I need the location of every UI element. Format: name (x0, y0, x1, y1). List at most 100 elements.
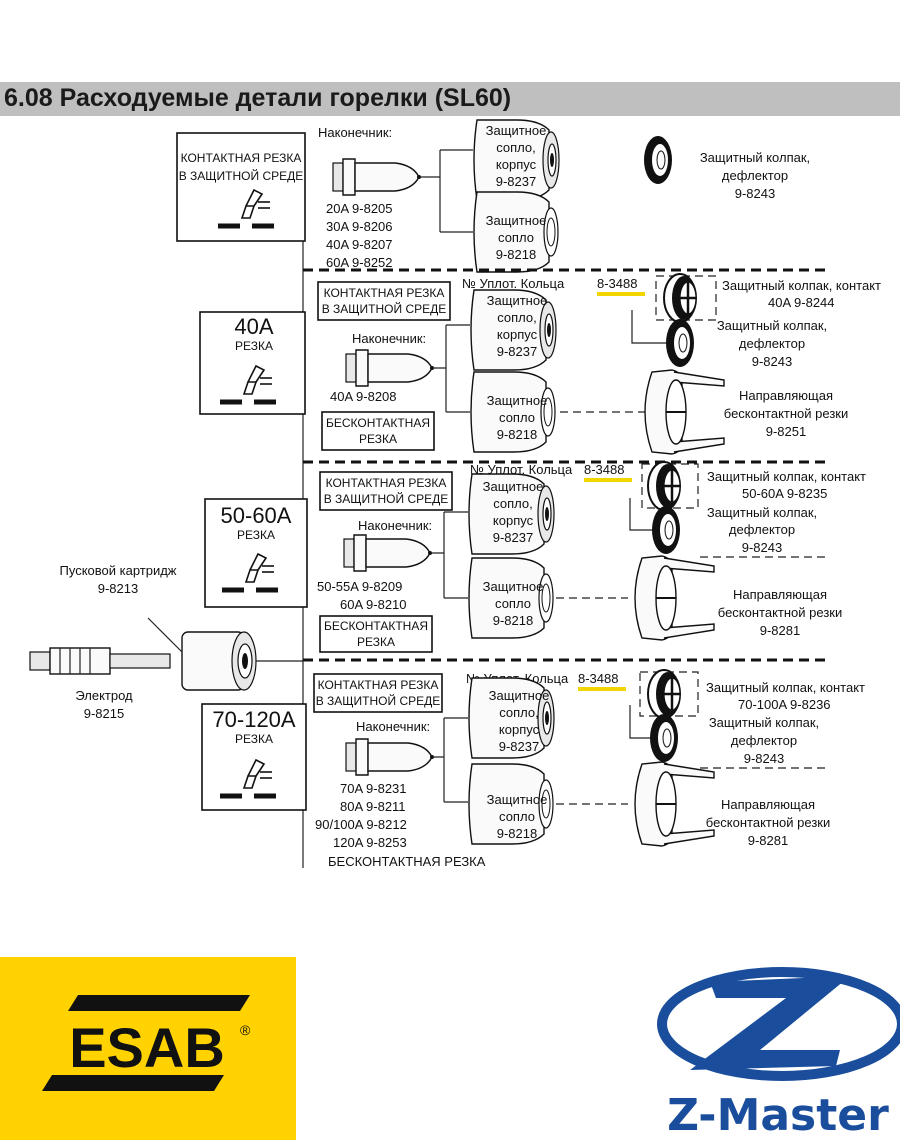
svg-text:Защитный колпак,: Защитный колпак, (700, 150, 810, 165)
svg-text:9-8243: 9-8243 (744, 751, 784, 766)
svg-text:80A 9-8211: 80A 9-8211 (340, 799, 406, 814)
svg-text:90/100A 9-8212: 90/100A 9-8212 (315, 817, 407, 832)
svg-text:дефлектор: дефлектор (739, 336, 805, 351)
svg-text:8-3488: 8-3488 (578, 671, 618, 686)
svg-text:Защитное: Защитное (483, 579, 544, 594)
svg-text:9-8218: 9-8218 (497, 826, 537, 841)
consumables-diagram: Пусковой картридж 9-8213 Электрод 9-8215… (29, 119, 881, 869)
svg-text:РЕЗКА: РЕЗКА (237, 528, 275, 542)
svg-text:дефлектор: дефлектор (722, 168, 788, 183)
svg-text:корпус: корпус (497, 327, 538, 342)
svg-text:№ Уплот. Кольца: № Уплот. Кольца (470, 462, 573, 477)
svg-text:дефлектор: дефлектор (731, 733, 797, 748)
svg-text:В ЗАЩИТНОЙ СРЕДЕ: В ЗАЩИТНОЙ СРЕДЕ (316, 693, 441, 708)
svg-text:9-8251: 9-8251 (766, 424, 806, 439)
svg-text:40A 9-8208: 40A 9-8208 (330, 389, 397, 404)
svg-text:корпус: корпус (499, 722, 540, 737)
svg-text:РЕЗКА: РЕЗКА (359, 432, 397, 446)
section-40a: 40A РЕЗКА КОНТАКТНАЯ РЕЗКА В ЗАЩИТНОЙ СР… (199, 272, 881, 455)
svg-text:Защитный колпак, контакт: Защитный колпак, контакт (706, 680, 865, 695)
section-50-60a: 50-60A РЕЗКА КОНТАКТНАЯ РЕЗКА В ЗАЩИТНОЙ… (204, 460, 866, 653)
svg-text:Защитное: Защитное (486, 213, 547, 228)
electrode-code: 9-8215 (84, 706, 124, 721)
svg-text:В ЗАЩИТНОЙ СРЕДЕ: В ЗАЩИТНОЙ СРЕДЕ (324, 491, 449, 506)
esab-logo: ESAB ® (0, 957, 296, 1140)
svg-text:70-100A 9-8236: 70-100A 9-8236 (738, 697, 831, 712)
svg-text:40A 9-8207: 40A 9-8207 (326, 237, 393, 252)
svg-text:9-8218: 9-8218 (497, 427, 537, 442)
svg-text:бесконтактной резки: бесконтактной резки (718, 605, 842, 620)
cartridge-label: Пусковой картридж (60, 563, 177, 578)
svg-text:9-8218: 9-8218 (496, 247, 536, 262)
svg-text:9-8243: 9-8243 (735, 186, 775, 201)
svg-text:9-8243: 9-8243 (742, 540, 782, 555)
svg-text:50-60A: 50-60A (221, 503, 292, 528)
svg-text:40A: 40A (234, 314, 273, 339)
zmaster-logo-text: Z-Master (667, 1090, 889, 1140)
svg-text:сопло,: сопло, (496, 140, 536, 155)
svg-text:70-120A: 70-120A (212, 707, 296, 732)
section-title-bar: 6.08 Расходуемые детали горелки (SL60) (0, 82, 900, 116)
svg-text:9-8237: 9-8237 (493, 530, 533, 545)
svg-text:бесконтактной резки: бесконтактной резки (724, 406, 848, 421)
svg-text:Направляющая: Направляющая (733, 587, 827, 602)
svg-text:Защитный колпак,: Защитный колпак, (707, 505, 817, 520)
svg-text:Защитный колпак, контакт: Защитный колпак, контакт (722, 278, 881, 293)
svg-text:Защитное: Защитное (487, 792, 548, 807)
svg-text:корпус: корпус (496, 157, 537, 172)
svg-text:9-8218: 9-8218 (493, 613, 533, 628)
noncontact-cutting-label: БЕСКОНТАКТНАЯ РЕЗКА (328, 854, 486, 869)
svg-text:сопло,: сопло, (493, 496, 533, 511)
svg-text:сопло: сопло (495, 596, 531, 611)
svg-text:РЕЗКА: РЕЗКА (235, 732, 273, 746)
starter-cartridge (181, 631, 257, 691)
svg-text:В ЗАЩИТНОЙ СРЕДЕ: В ЗАЩИТНОЙ СРЕДЕ (322, 301, 447, 316)
zmaster-logo: Z-Master (640, 962, 900, 1141)
svg-text:БЕСКОНТАКТНАЯ: БЕСКОНТАКТНАЯ (326, 416, 430, 430)
svg-text:Наконечник:: Наконечник: (352, 331, 426, 346)
svg-text:8-3488: 8-3488 (584, 462, 624, 477)
electrode-label: Электрод (75, 688, 133, 703)
page-title: 6.08 Расходуемые детали горелки (SL60) (4, 84, 512, 112)
svg-text:БЕСКОНТАКТНАЯ: БЕСКОНТАКТНАЯ (324, 619, 428, 633)
svg-text:9-8237: 9-8237 (496, 174, 536, 189)
svg-text:50-55A 9-8209: 50-55A 9-8209 (317, 579, 402, 594)
svg-text:Защитный колпак,: Защитный колпак, (709, 715, 819, 730)
svg-text:№ Уплот. Кольца: № Уплот. Кольца (462, 276, 565, 291)
svg-text:70A 9-8231: 70A 9-8231 (340, 781, 407, 796)
svg-text:РЕЗКА: РЕЗКА (357, 635, 395, 649)
svg-text:40A 9-8244: 40A 9-8244 (768, 295, 835, 310)
svg-text:КОНТАКТНАЯ РЕЗКА: КОНТАКТНАЯ РЕЗКА (324, 286, 445, 300)
svg-text:бесконтактной резки: бесконтактной резки (706, 815, 830, 830)
svg-text:Направляющая: Направляющая (721, 797, 815, 812)
svg-text:РЕЗКА: РЕЗКА (235, 339, 273, 353)
svg-text:сопло: сопло (499, 410, 535, 425)
svg-text:КОНТАКТНАЯ РЕЗКА: КОНТАКТНАЯ РЕЗКА (181, 151, 302, 165)
svg-text:Защитное: Защитное (487, 393, 548, 408)
electrode (29, 647, 171, 675)
svg-text:9-8281: 9-8281 (760, 623, 800, 638)
svg-text:®: ® (240, 1022, 251, 1038)
section-contact-cutting: КОНТАКТНАЯ РЕЗКА В ЗАЩИТНОЙ СРЕДЕ Наконе… (176, 119, 810, 273)
svg-text:Защитное: Защитное (483, 479, 544, 494)
svg-text:сопло,: сопло, (499, 705, 539, 720)
svg-text:9-8237: 9-8237 (497, 344, 537, 359)
svg-text:сопло,: сопло, (497, 310, 537, 325)
svg-text:В ЗАЩИТНОЙ СРЕДЕ: В ЗАЩИТНОЙ СРЕДЕ (179, 168, 304, 183)
svg-text:КОНТАКТНАЯ РЕЗКА: КОНТАКТНАЯ РЕЗКА (326, 476, 447, 490)
svg-text:КОНТАКТНАЯ РЕЗКА: КОНТАКТНАЯ РЕЗКА (318, 678, 439, 692)
svg-text:сопло: сопло (498, 230, 534, 245)
section-70-120a: 70-120A РЕЗКА КОНТАКТНАЯ РЕЗКА В ЗАЩИТНО… (201, 668, 865, 869)
svg-text:дефлектор: дефлектор (729, 522, 795, 537)
svg-text:60A 9-8252: 60A 9-8252 (326, 255, 393, 270)
cartridge-code: 9-8213 (98, 581, 138, 596)
svg-text:сопло: сопло (499, 809, 535, 824)
svg-text:Защитное: Защитное (486, 123, 547, 138)
svg-text:9-8237: 9-8237 (499, 739, 539, 754)
svg-text:50-60A 9-8235: 50-60A 9-8235 (742, 486, 827, 501)
svg-text:Направляющая: Направляющая (739, 388, 833, 403)
svg-text:Защитный колпак, контакт: Защитный колпак, контакт (707, 469, 866, 484)
svg-text:Наконечник:: Наконечник: (358, 518, 432, 533)
svg-text:Защитный колпак,: Защитный колпак, (717, 318, 827, 333)
svg-text:20A 9-8205: 20A 9-8205 (326, 201, 393, 216)
